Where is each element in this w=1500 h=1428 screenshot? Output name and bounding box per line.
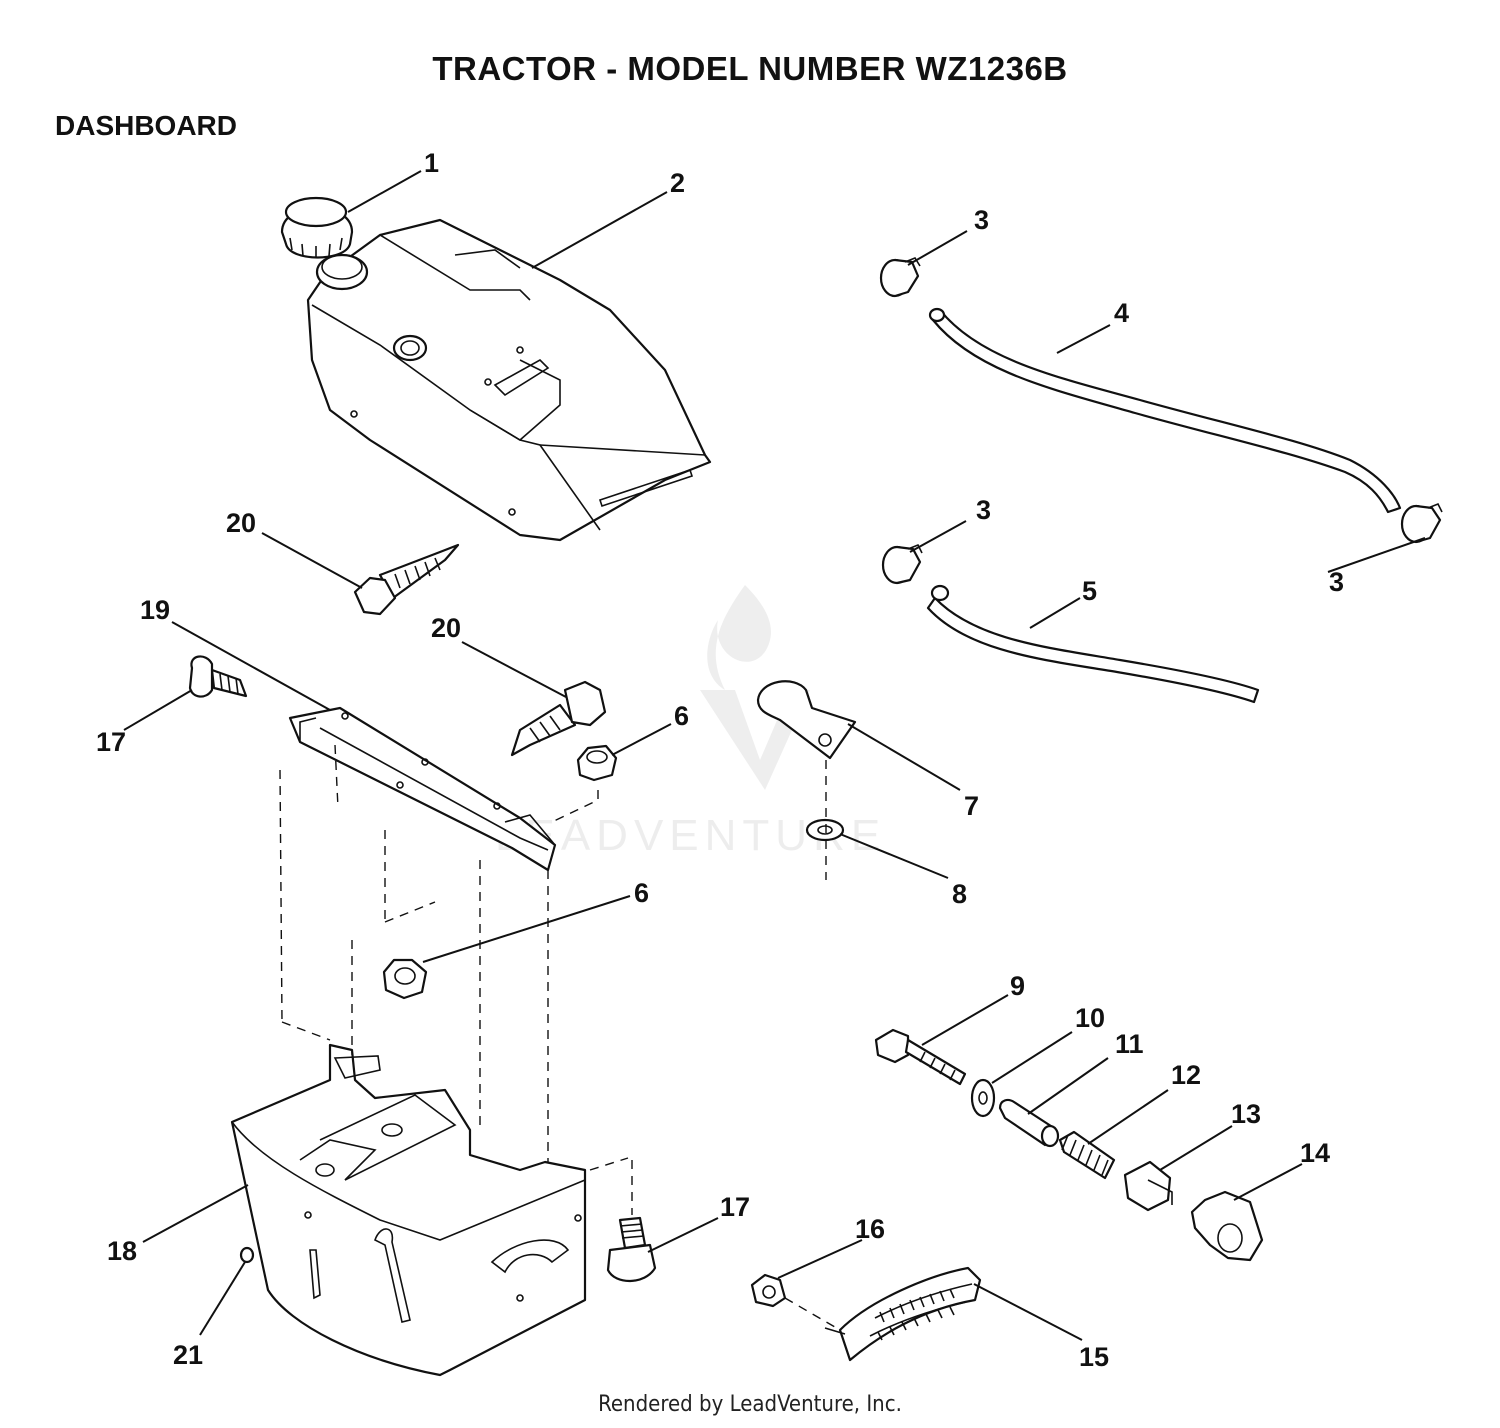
part-18-dashboard-panel[interactable] (230, 1043, 587, 1377)
footer-credit: Rendered by LeadVenture, Inc. (598, 1392, 902, 1417)
leader-lines (123, 170, 1426, 1341)
callout-3-top: 3 (974, 205, 989, 235)
part-3-hose-clamp-top[interactable] (879, 257, 921, 298)
callout-13: 13 (1231, 1099, 1261, 1129)
callout-18: 18 (107, 1236, 137, 1266)
section-title: DASHBOARD (55, 110, 237, 141)
part-10-washer[interactable] (970, 1078, 996, 1118)
part-4-fuel-hose-long[interactable] (928, 307, 1402, 514)
part-21-plug[interactable] (239, 1246, 255, 1264)
part-3-hose-clamp-right[interactable] (1400, 502, 1443, 544)
part-5-fuel-hose-short[interactable] (926, 584, 1260, 704)
part-9-bolt[interactable] (874, 1028, 967, 1086)
part-14-lever[interactable] (1190, 1190, 1264, 1262)
callout-6-bottom: 6 (634, 878, 649, 908)
callout-19: 19 (140, 595, 170, 625)
part-3-hose-clamp-mid[interactable] (881, 543, 923, 585)
part-11-spacer[interactable] (998, 1098, 1060, 1148)
part-13-knob[interactable] (1123, 1160, 1173, 1212)
callout-labels: 1 2 3 4 3 3 5 20 19 20 17 6 7 8 6 9 10 1… (96, 148, 1344, 1372)
part-8-washer[interactable] (805, 818, 845, 842)
callout-14: 14 (1300, 1138, 1330, 1168)
callout-10: 10 (1075, 1003, 1105, 1033)
callout-21: 21 (173, 1340, 203, 1370)
callout-3-mid: 3 (976, 495, 991, 525)
callout-4: 4 (1114, 298, 1129, 328)
part-6-nut-top[interactable] (576, 744, 618, 782)
callout-5: 5 (1082, 576, 1097, 606)
part-7-hose-clip[interactable] (756, 680, 857, 760)
callout-2: 2 (670, 168, 685, 198)
callout-6-top: 6 (674, 701, 689, 731)
callout-1: 1 (424, 148, 439, 178)
callout-17-bottom: 17 (720, 1192, 750, 1222)
part-17-bolt-bottom[interactable] (606, 1216, 657, 1283)
part-20-screw-bottom[interactable] (510, 680, 607, 757)
part-6-nut-bottom[interactable] (382, 958, 428, 1000)
callout-16: 16 (855, 1214, 885, 1244)
callout-15: 15 (1079, 1342, 1109, 1372)
callout-20-top: 20 (226, 508, 256, 538)
callout-20-bottom: 20 (431, 613, 461, 643)
part-17-bolt-top[interactable] (188, 655, 248, 698)
assembly-lines (279, 744, 841, 1331)
callout-17-top: 17 (96, 727, 126, 757)
part-16-nut[interactable] (750, 1273, 787, 1308)
callout-12: 12 (1171, 1060, 1201, 1090)
callout-3-right: 3 (1329, 567, 1344, 597)
part-1-fuel-cap[interactable] (280, 196, 354, 259)
part-19-bracket[interactable] (288, 706, 557, 872)
callout-7: 7 (964, 791, 979, 821)
callout-11: 11 (1115, 1029, 1144, 1059)
part-20-screw-top[interactable] (353, 543, 460, 616)
callout-8: 8 (952, 879, 967, 909)
part-12-spring[interactable] (1058, 1130, 1116, 1180)
callout-9: 9 (1010, 971, 1025, 1001)
part-2-fuel-tank[interactable] (306, 218, 712, 542)
page-title: TRACTOR - MODEL NUMBER WZ1236B (432, 50, 1068, 87)
part-15-gauge-plate[interactable] (824, 1266, 982, 1362)
